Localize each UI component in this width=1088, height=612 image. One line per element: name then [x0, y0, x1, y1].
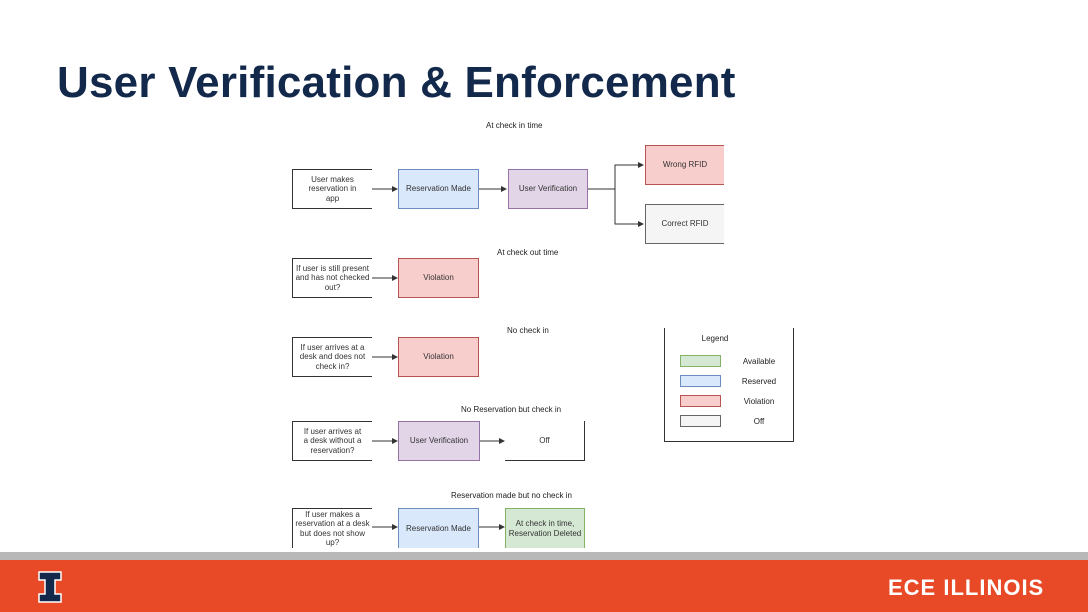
footer-divider	[0, 552, 1088, 560]
node-correct-rfid: Correct RFID	[645, 204, 724, 244]
node-wrong-rfid: Wrong RFID	[645, 145, 724, 185]
annotation-arrives-no-checkin: If user arrives at a desk and does not c…	[292, 337, 372, 377]
section-label-noreservation: No Reservation but check in	[461, 405, 562, 414]
brand-wordmark: ECE ILLINOIS	[888, 575, 1045, 600]
section-label-checkin: At check in time	[486, 121, 543, 130]
legend-swatch-available	[680, 355, 721, 367]
section-label-noshow: Reservation made but no check in	[451, 491, 572, 500]
annotation-still-present: If user is still present and has not che…	[292, 258, 372, 298]
legend-label-reserved: Reserved	[741, 377, 777, 386]
legend-swatch-violation	[680, 395, 721, 407]
node-off: Off	[505, 421, 585, 461]
legend-swatch-off	[680, 415, 721, 427]
illinois-block-i-logo	[38, 571, 62, 603]
node-reservation-made: Reservation Made	[398, 169, 479, 209]
legend-swatch-reserved	[680, 375, 721, 387]
legend-title: Legend	[701, 334, 729, 343]
legend-label-off: Off	[753, 417, 765, 426]
annotation-user-makes-reservation: User makes reservation in app	[292, 169, 372, 209]
arrow-to-wrong-rfid	[588, 162, 644, 190]
node-violation-checkout: Violation	[398, 258, 479, 298]
legend-label-available: Available	[742, 357, 776, 366]
section-label-checkout: At check out time	[497, 248, 559, 257]
annotation-arrives-no-reservation: If user arrives at a desk without a rese…	[292, 421, 372, 461]
node-user-verification-2: User Verification	[398, 421, 480, 461]
legend-label-violation: Violation	[743, 397, 775, 406]
legend: Legend Available Reserved Violation Off	[664, 328, 794, 442]
footer-bar	[0, 560, 1088, 612]
node-reservation-deleted: At check in time, Reservation Deleted	[505, 508, 585, 548]
slide-title: User Verification & Enforcement	[57, 58, 736, 107]
annotation-no-show: If user makes a reservation at a desk bu…	[292, 508, 372, 548]
section-label-nocheckin: No check in	[507, 326, 549, 335]
node-user-verification: User Verification	[508, 169, 588, 209]
node-reservation-made-2: Reservation Made	[398, 508, 479, 548]
arrow-to-correct-rfid	[614, 189, 644, 227]
node-violation-nocheckin: Violation	[398, 337, 479, 377]
